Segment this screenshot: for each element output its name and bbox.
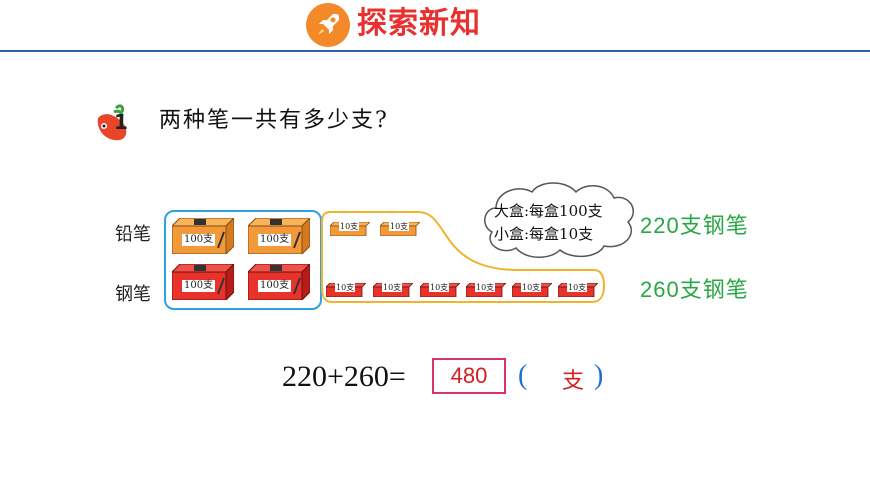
cloud-big-box-rule: 大盒:每盒100支 xyxy=(494,202,603,220)
pencil-small-box: 10支 xyxy=(329,221,371,237)
answer-unit: 支 xyxy=(562,369,585,394)
small-box-label: 10支 xyxy=(335,283,356,292)
big-box-label: 100支 xyxy=(182,234,216,246)
pen-big-box: 100支 xyxy=(246,262,312,302)
pen-big-box: 100支 xyxy=(170,262,236,302)
pen-small-box: 10支 xyxy=(511,282,553,298)
small-box-label: 10支 xyxy=(389,222,410,231)
pencil-small-box: 10支 xyxy=(379,221,421,237)
paren-open: ( xyxy=(518,360,528,391)
cloud-bubble xyxy=(484,182,634,258)
small-box-label: 10支 xyxy=(475,283,496,292)
big-box-label: 100支 xyxy=(258,280,292,292)
chili-badge-icon xyxy=(97,104,127,141)
rocket-badge xyxy=(306,3,350,47)
pen-small-box: 10支 xyxy=(372,282,414,298)
pencil-row-label: 铅笔 xyxy=(115,224,151,245)
cloud-small-box-rule: 小盒:每盒10支 xyxy=(494,225,594,243)
pen-small-box: 10支 xyxy=(419,282,461,298)
pen-total-label: 260支钢笔 xyxy=(640,277,749,302)
pen-small-box: 10支 xyxy=(465,282,507,298)
small-box-label: 10支 xyxy=(382,283,403,292)
small-box-label: 10支 xyxy=(567,283,588,292)
rocket-icon xyxy=(318,14,339,35)
header-divider xyxy=(0,50,870,52)
pencil-total-label: 220支钢笔 xyxy=(640,213,749,238)
big-box-label: 100支 xyxy=(182,280,216,292)
pen-small-box: 10支 xyxy=(557,282,599,298)
question-number: 1 xyxy=(114,110,128,134)
section-title: 探索新知 xyxy=(357,6,481,41)
small-box-label: 10支 xyxy=(429,283,450,292)
pen-row-label: 钢笔 xyxy=(115,284,151,305)
small-box-label: 10支 xyxy=(521,283,542,292)
pencil-big-box: 100支 xyxy=(246,216,312,256)
pen-small-box: 10支 xyxy=(325,282,367,298)
small-box-label: 10支 xyxy=(339,222,360,231)
pencil-big-box: 100支 xyxy=(170,216,236,256)
small-box-frame xyxy=(321,211,606,303)
paren-close: ) xyxy=(594,360,604,391)
big-box-label: 100支 xyxy=(258,234,292,246)
equation-expression: 220+260= xyxy=(282,360,406,393)
question-text: 两种笔一共有多少支? xyxy=(159,108,389,133)
answer-box: 480 xyxy=(432,358,506,394)
